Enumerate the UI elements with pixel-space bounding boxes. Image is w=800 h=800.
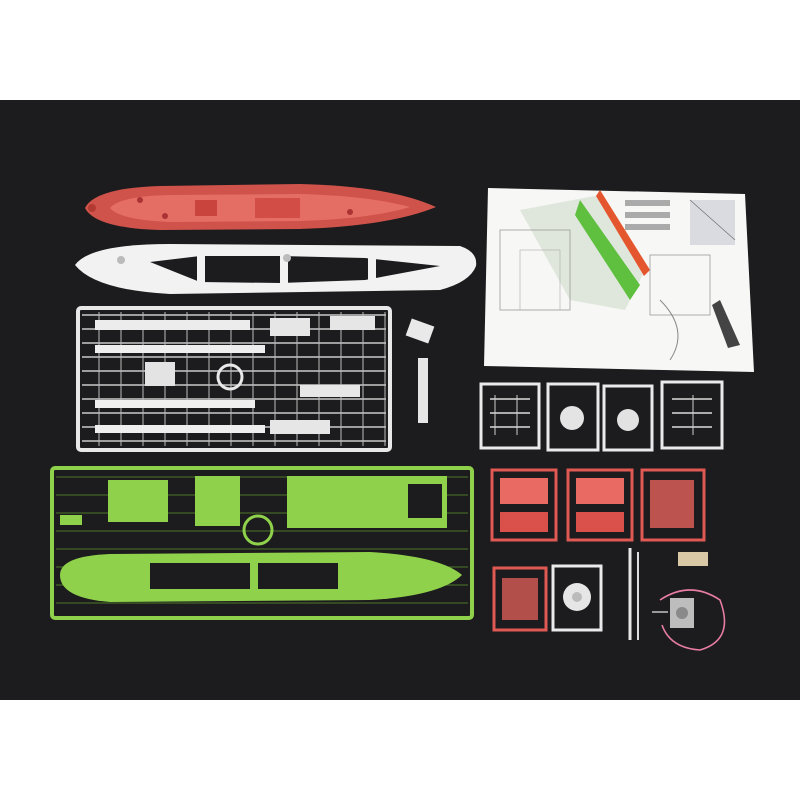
small-white-sprues <box>479 380 724 452</box>
red-deck-piece <box>85 184 436 230</box>
motor-and-rods <box>628 548 726 651</box>
clear-window-piece <box>405 318 435 344</box>
green-hull-sprue <box>50 466 474 620</box>
gear-sprue <box>551 564 603 632</box>
white-mast-strip <box>418 358 428 423</box>
instruction-sheet <box>484 188 754 372</box>
red-parts-sprues <box>490 468 706 632</box>
white-parts-sprue <box>76 306 392 452</box>
white-hull-frame <box>75 244 477 294</box>
